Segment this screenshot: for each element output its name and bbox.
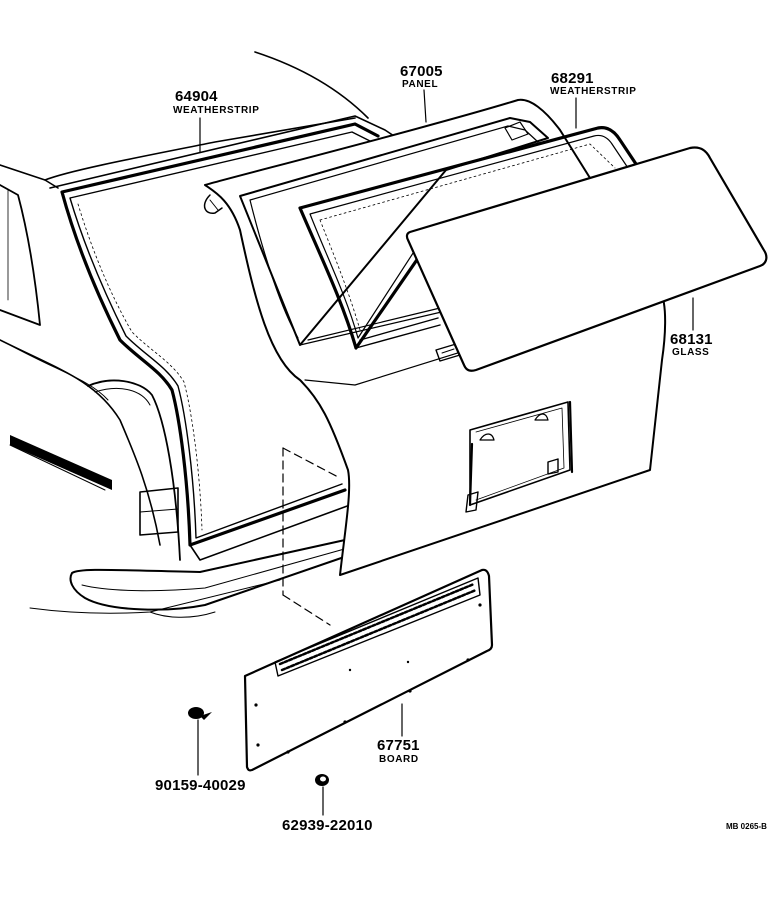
part-name-67005: PANEL — [402, 79, 439, 90]
leader-lines — [197, 89, 694, 816]
part-number-68131: 68131 — [670, 331, 713, 348]
part-name-64904: WEATHERSTRIP — [173, 105, 260, 116]
part-name-68131: GLASS — [672, 347, 710, 358]
grommet-62939-drawing — [315, 774, 329, 786]
part-number-67751: 67751 — [377, 737, 420, 754]
assembly-dashed-lines — [282, 447, 341, 626]
part-number-90159: 90159-40029 — [155, 777, 246, 794]
part-number-68291: 68291 — [551, 70, 594, 87]
board-67751-drawing — [243, 568, 494, 772]
clip-90159-drawing — [188, 707, 212, 720]
weatherstrip-64904-drawing — [49, 115, 401, 561]
part-name-68291: WEATHERSTRIP — [550, 86, 637, 97]
weatherstrip-68291-drawing — [298, 126, 642, 350]
glass-68131-drawing — [405, 146, 768, 372]
part-name-67751: BOARD — [379, 754, 419, 765]
car-body — [0, 51, 369, 618]
diagram-code: MB 0265-B — [726, 822, 767, 831]
part-number-64904: 64904 — [175, 88, 218, 105]
part-number-67005: 67005 — [400, 63, 443, 80]
part-number-62939: 62939-22010 — [282, 817, 373, 834]
